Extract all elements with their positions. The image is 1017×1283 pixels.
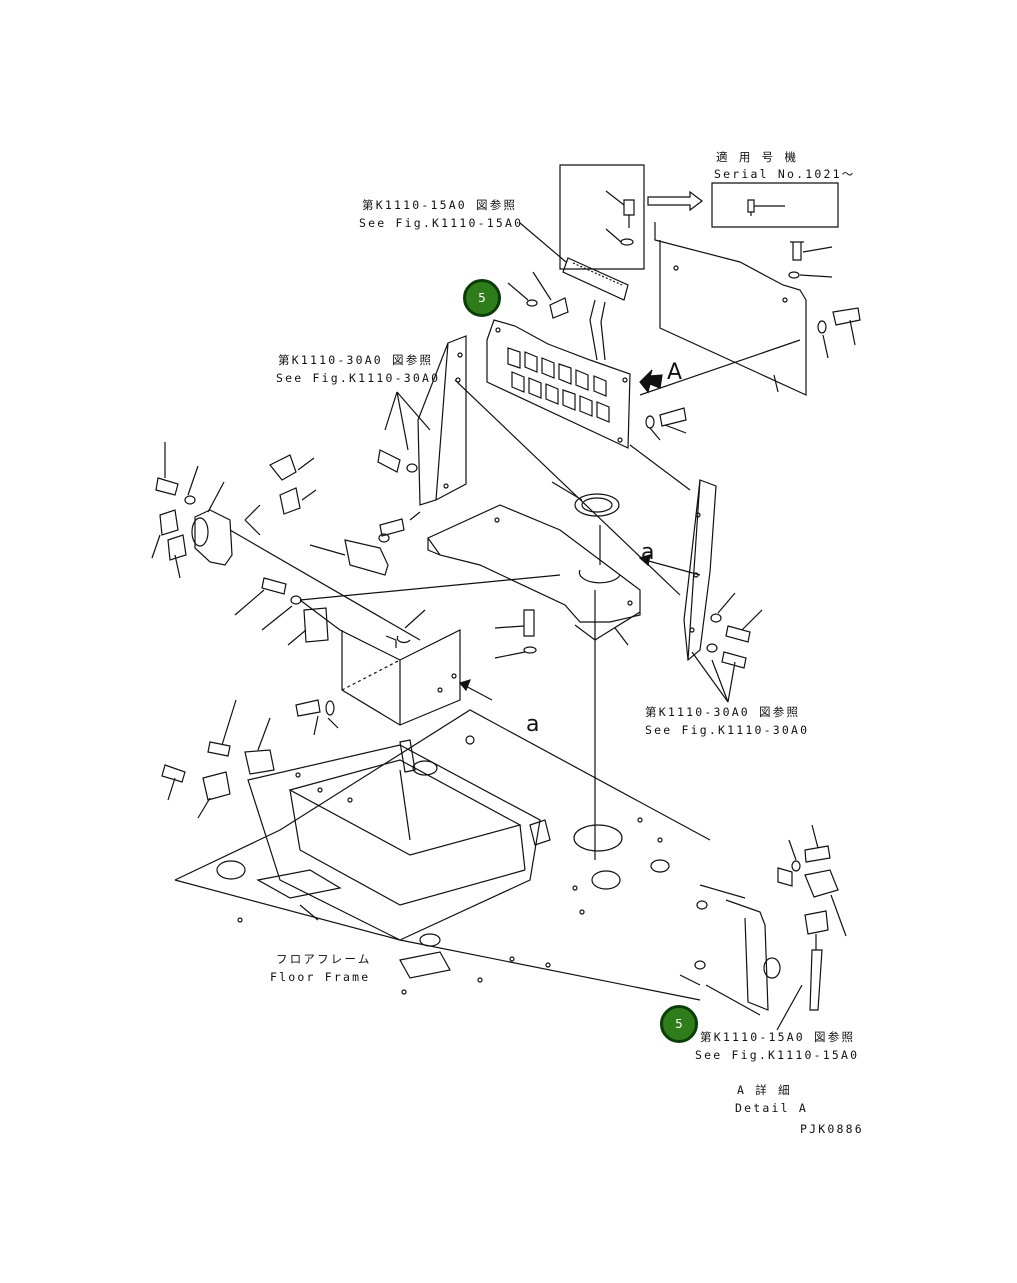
ref-15a0-bottom-en: See Fig.K1110-15A0: [695, 1048, 860, 1062]
ref-30a0-left-en: See Fig.K1110-30A0: [276, 371, 441, 385]
serial-detail-box: [560, 165, 838, 269]
ref-30a0-right-jp: 第K1110-30A0 図参照: [645, 705, 801, 719]
upper-right-bracket: [640, 222, 860, 395]
serial-label-en: Serial No.1021～: [714, 167, 856, 181]
center-bracket: [230, 530, 560, 725]
floor-frame-jp: フロアフレーム: [276, 952, 372, 966]
section-mark-a-upper: a: [641, 540, 655, 565]
drawing-code: PJK0886: [800, 1122, 864, 1136]
ref-15a0-top-jp: 第K1110-15A0 図参照: [362, 198, 518, 212]
right-stay: [455, 380, 762, 702]
detail-a: [680, 825, 846, 1030]
ref-30a0-right-en: See Fig.K1110-30A0: [645, 723, 810, 737]
ref-15a0-top-en: See Fig.K1110-15A0: [359, 216, 524, 230]
callout-5-bottom[interactable]: 5: [660, 1005, 698, 1043]
view-mark-a: A: [667, 360, 683, 385]
leader-arrows: [640, 555, 700, 575]
detail-a-jp: A 詳 細: [737, 1083, 792, 1097]
relay-panel: [487, 272, 686, 448]
grommet-and-cover: [428, 482, 640, 645]
floor-frame-en: Floor Frame: [270, 970, 371, 984]
callout-5-top[interactable]: 5: [463, 279, 501, 317]
left-components: [152, 442, 595, 860]
ref-30a0-left-jp: 第K1110-30A0 図参照: [278, 353, 434, 367]
section-mark-a-lower: a: [526, 712, 540, 737]
floor-frame: [175, 710, 710, 1000]
detail-a-en: Detail A: [735, 1101, 808, 1115]
left-stay: [378, 336, 466, 505]
ref-15a0-bottom-jp: 第K1110-15A0 図参照: [700, 1030, 856, 1044]
connector-harness: [520, 223, 628, 360]
serial-label-jp: 適 用 号 機: [716, 150, 799, 164]
